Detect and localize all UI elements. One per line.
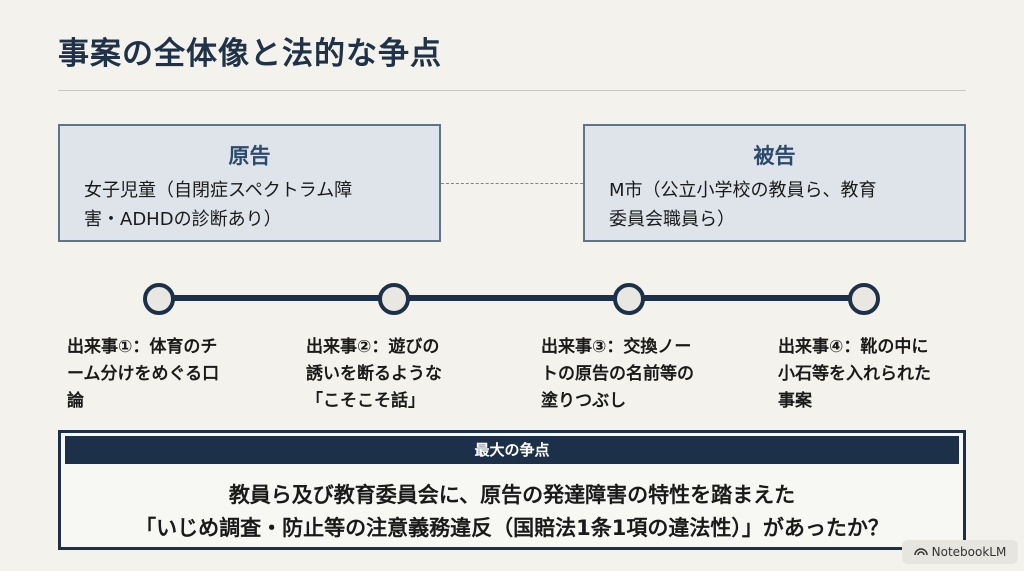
page-title: 事案の全体像と法的な争点 xyxy=(58,36,442,72)
defendant-line-2: 委員会職員ら） xyxy=(609,209,735,230)
event-2-line-2: 誘いを断るような xyxy=(306,364,442,384)
event-1-line-2: ーム分けをめぐる口 xyxy=(67,364,220,384)
plaintiff-line-2: 害・ADHDの診断あり） xyxy=(84,209,282,230)
event-3-line-1: 出来事③：交換ノー xyxy=(541,337,692,357)
event-3-line-3: 塗りつぶし xyxy=(541,391,627,411)
plaintiff-heading: 原告 xyxy=(228,144,271,168)
timeline-node-4 xyxy=(848,283,880,315)
notebooklm-icon xyxy=(913,540,928,564)
key-issue-heading: 最大の争点 xyxy=(65,436,959,464)
timeline-node-2 xyxy=(378,283,410,315)
notebooklm-label: NotebookLM xyxy=(931,545,1007,559)
event-4: 出来事④：靴の中に 小石等を入れられた 事案 xyxy=(778,334,978,415)
event-2: 出来事②：遊びの 誘いを断るような 「こそこそ話」 xyxy=(306,334,506,415)
defendant-box: 被告 M市（公立小学校の教員ら、教育 委員会職員ら） xyxy=(583,124,966,242)
title-divider xyxy=(58,90,966,91)
event-1-line-3: 論 xyxy=(67,391,84,411)
plaintiff-box: 原告 女子児童（自閉症スペクトラム障 害・ADHDの診断あり） xyxy=(58,124,441,242)
timeline-line xyxy=(158,295,866,301)
event-3: 出来事③：交換ノー トの原告の名前等の 塗りつぶし xyxy=(541,334,741,415)
event-1: 出来事①：体育のチ ーム分けをめぐる口 論 xyxy=(67,334,267,415)
defendant-description: M市（公立小学校の教員ら、教育 委員会職員ら） xyxy=(609,176,944,234)
key-issue-line-2: 「いじめ調査・防止等の注意義務違反（国賠法1条1項の違法性）」があったか？ xyxy=(135,516,889,540)
timeline-node-3 xyxy=(613,283,645,315)
event-3-line-2: トの原告の名前等の xyxy=(541,364,694,384)
event-4-line-2: 小石等を入れられた xyxy=(778,364,931,384)
defendant-line-1: M市（公立小学校の教員ら、教育 xyxy=(609,180,877,201)
event-1-line-1: 出来事①：体育のチ xyxy=(67,337,218,357)
plaintiff-description: 女子児童（自閉症スペクトラム障 害・ADHDの診断あり） xyxy=(84,176,419,234)
event-2-line-3: 「こそこそ話」 xyxy=(306,391,425,411)
plaintiff-line-1: 女子児童（自閉症スペクトラム障 xyxy=(84,180,353,201)
key-issue-box: 最大の争点 教員ら及び教育委員会に、原告の発達障害の特性を踏まえた 「いじめ調査… xyxy=(58,430,966,550)
event-4-line-3: 事案 xyxy=(778,391,812,411)
key-issue-line-1: 教員ら及び教育委員会に、原告の発達障害の特性を踏まえた xyxy=(228,483,796,507)
party-connector xyxy=(441,183,583,184)
event-2-line-1: 出来事②：遊びの xyxy=(306,337,440,357)
timeline-node-1 xyxy=(143,283,175,315)
event-4-line-1: 出来事④：靴の中に xyxy=(778,337,929,357)
defendant-heading: 被告 xyxy=(753,144,796,168)
notebooklm-badge[interactable]: NotebookLM xyxy=(902,540,1018,564)
